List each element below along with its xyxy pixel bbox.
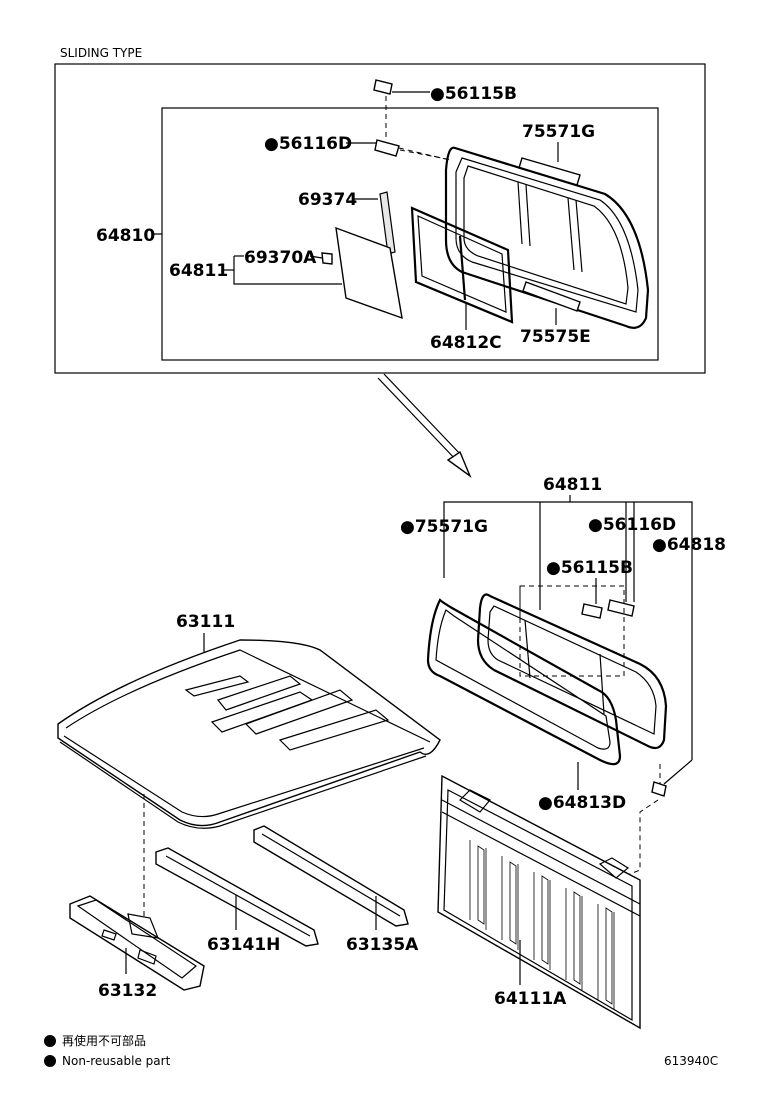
part-69370a [321, 252, 333, 265]
part-56115b-top [373, 79, 430, 95]
leader-64811-top [233, 256, 342, 285]
diagram-code: 613940C [664, 1054, 718, 1068]
dash-56116d-top [398, 147, 451, 161]
sliding-inner-frame [161, 107, 659, 361]
dash-frame-link [399, 149, 453, 161]
part-75575e [522, 281, 581, 312]
label-64810: 64810 [96, 226, 155, 246]
part-64818 [651, 781, 667, 797]
label-75571g-top: 75571G [522, 122, 595, 142]
bracket-64811 [443, 501, 693, 760]
part-63135a [253, 825, 409, 927]
label-63135a: 63135A [346, 935, 419, 955]
part-64811-pane [335, 226, 403, 320]
part-56115b-mid [581, 603, 603, 619]
label-75571g-mid: ●75571G [400, 517, 488, 537]
part-56116d-mid [607, 599, 635, 617]
label-56115b-top: ●56115B [430, 84, 517, 104]
legend-dot-jp [44, 1035, 56, 1047]
sliding-type-frame [54, 63, 706, 374]
label-64818: ●64818 [652, 535, 726, 555]
part-window-frame-main [476, 593, 668, 750]
section-title: SLIDING TYPE [60, 46, 142, 60]
part-64111a [437, 774, 641, 1030]
label-63141h: 63141H [207, 935, 280, 955]
part-63132 [69, 895, 205, 991]
part-window-frame-top [444, 146, 650, 329]
arrow-to-assembly [377, 373, 472, 479]
part-69374 [379, 191, 396, 255]
legend-en: Non-reusable part [62, 1054, 171, 1068]
dash-window-glass [519, 585, 625, 677]
label-69374: 69374 [298, 190, 357, 210]
part-63141h [155, 847, 319, 947]
part-64812c [410, 206, 514, 324]
part-56116d-top [374, 139, 400, 157]
label-64111a: 64111A [494, 989, 567, 1009]
label-64813d: ●64813D [538, 793, 626, 813]
label-56115b-mid: ●56115B [546, 558, 633, 578]
label-63132: 63132 [98, 981, 157, 1001]
label-69370a: 69370A [244, 248, 317, 268]
label-75575e: 75575E [520, 327, 591, 347]
label-63111: 63111 [176, 612, 235, 632]
label-64811-top: 64811 [169, 261, 228, 281]
label-56116d-top: ●56116D [264, 134, 352, 154]
legend-jp: 再使用不可部品 [62, 1033, 146, 1048]
part-75571g-seal [426, 598, 622, 766]
legend-dot-en [44, 1055, 56, 1067]
part-63111-roof [57, 639, 441, 829]
leader-69370a [309, 255, 323, 259]
label-64812c: 64812C [430, 333, 502, 353]
label-56116d-mid: ●56116D [588, 515, 676, 535]
label-64811-mid: 64811 [543, 475, 602, 495]
